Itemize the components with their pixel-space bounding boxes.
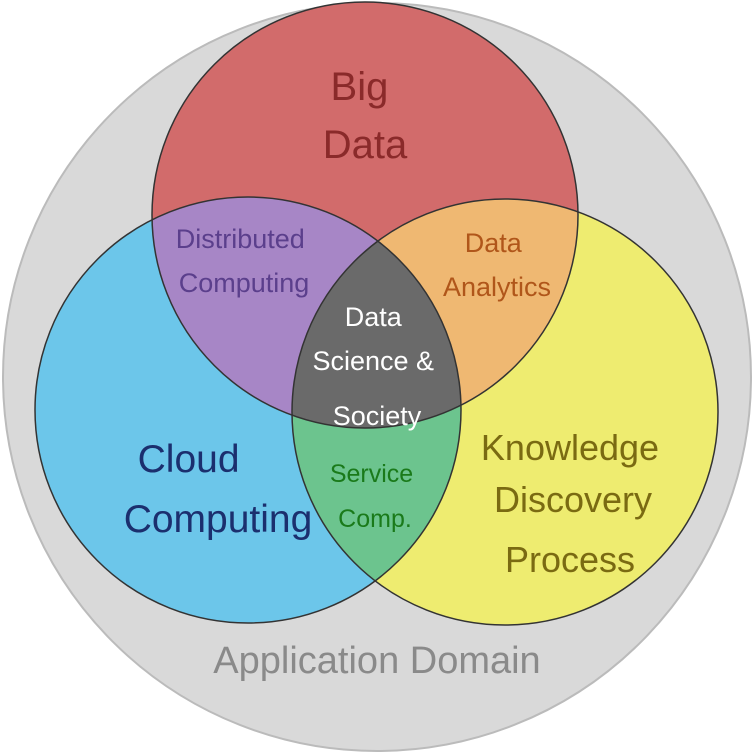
data-analytics-label: Data Analytics bbox=[443, 228, 551, 302]
cloud-computing-label: Cloud Computing bbox=[124, 438, 313, 541]
data-science-society-region bbox=[292, 199, 461, 428]
application-domain-label: Application Domain bbox=[213, 640, 540, 682]
data-science-society-label: Data Science & Society bbox=[312, 302, 441, 431]
knowledge-discovery-label: Knowledge Discovery Process bbox=[481, 427, 669, 580]
big-data-label: Big Data bbox=[323, 65, 408, 167]
distributed-computing-label: Distributed Computing bbox=[176, 224, 313, 298]
service-comp-label: Service Comp. bbox=[330, 460, 420, 533]
